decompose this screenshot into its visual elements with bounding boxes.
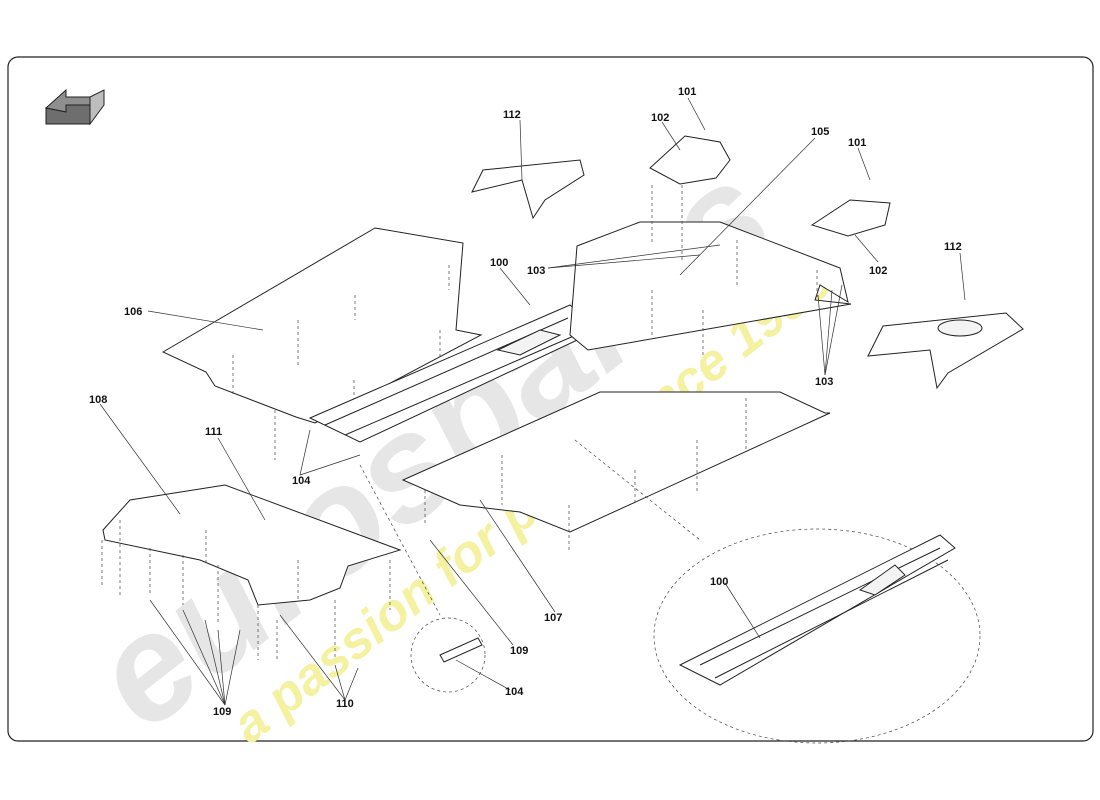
callout-103: 103 — [527, 265, 545, 277]
part-112-cover-right — [867, 312, 1024, 390]
callout-102: 102 — [869, 265, 887, 277]
direction-arrow-icon — [44, 88, 105, 126]
callout-109: 109 — [510, 645, 528, 657]
callout-112: 112 — [503, 109, 521, 121]
part-100-center-rail — [308, 304, 589, 443]
callout-111: 111 — [205, 426, 222, 438]
part-107-lower-floor — [401, 391, 831, 550]
part-105-rear-panel — [569, 221, 852, 355]
callout-labels: 101 102 112 105 101 102 112 103 103 100 … — [89, 86, 962, 718]
callout-109: 109 — [213, 706, 231, 718]
callout-105: 105 — [811, 126, 829, 138]
callout-100: 100 — [490, 257, 508, 269]
callout-102: 102 — [651, 112, 669, 124]
leader-lines — [99, 97, 966, 706]
part-108-front-floor — [101, 484, 402, 660]
part-102-bracket-left — [649, 135, 731, 260]
part-112-cover-left — [471, 159, 585, 220]
part-102-bracket-right — [810, 199, 891, 237]
callout-107: 107 — [544, 612, 562, 624]
callout-112: 112 — [944, 241, 962, 253]
callout-104: 104 — [292, 475, 311, 487]
callout-101: 101 — [678, 86, 696, 98]
detail-circle-large — [574, 439, 981, 744]
callout-106: 106 — [124, 306, 142, 318]
callout-104: 104 — [505, 686, 524, 698]
callout-101: 101 — [848, 137, 866, 149]
callout-108: 108 — [89, 394, 107, 406]
callout-103: 103 — [815, 376, 833, 388]
callout-100: 100 — [710, 576, 728, 588]
callout-110: 110 — [336, 698, 354, 710]
detail-circle-small — [359, 464, 486, 693]
part-106-floor-panel — [161, 227, 483, 460]
